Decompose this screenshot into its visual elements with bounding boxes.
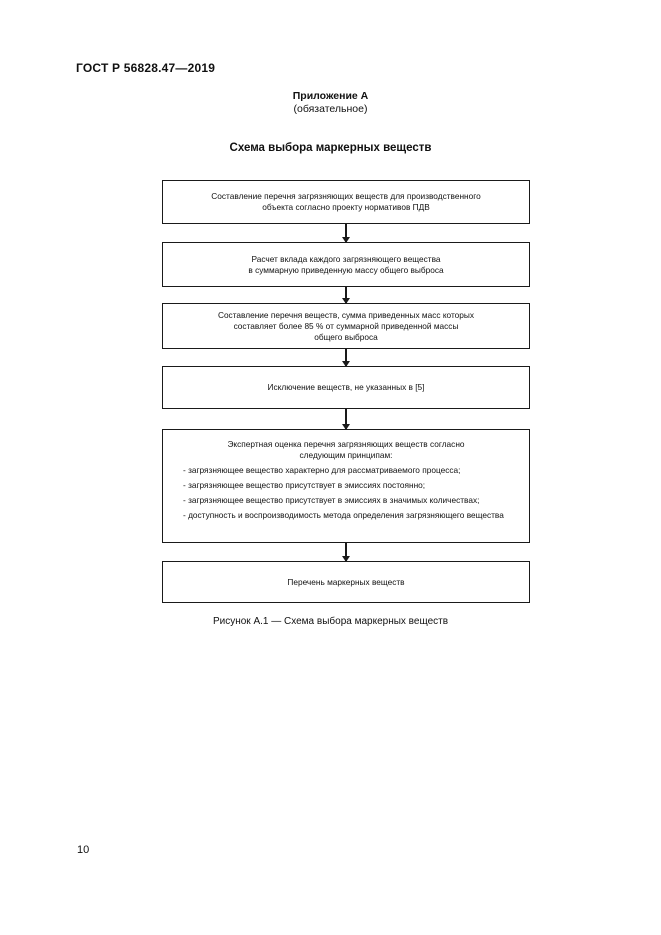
flow-arrow [342, 287, 350, 304]
criterion-item: - доступность и воспроизводимость метода… [183, 510, 504, 520]
flow-step-exclude-substances: Исключение веществ, не указанных в [5] [162, 366, 530, 409]
appendix-heading: Приложение А (обязательное) [0, 90, 661, 116]
flow-step-text: составляет более 85 % от суммарной приве… [233, 320, 459, 331]
flow-step-text: объекта согласно проекту нормативов ПДВ [262, 202, 430, 212]
flow-step-compile-pollutants: Составление перечня загрязняющих веществ… [162, 180, 530, 224]
flow-step-select-85-percent: Составление перечня веществ, сумма приве… [162, 303, 530, 349]
page-number: 10 [77, 844, 90, 856]
flow-step-marker-list: Перечень маркерных веществ [162, 561, 530, 603]
flow-step-text: Экспертная оценка перечня загрязняющих в… [227, 439, 465, 449]
appendix-status: (обязательное) [293, 103, 368, 115]
flow-step-text: следующим принципам: [299, 450, 393, 460]
scheme-title: Схема выбора маркерных веществ [229, 142, 432, 154]
criterion-item: - загрязняющее вещество присутствует в э… [183, 495, 480, 505]
document-id: ГОСТ Р 56828.47—2019 [76, 61, 216, 75]
flow-step-text: Составление перечня веществ, сумма приве… [217, 309, 475, 320]
appendix-title: Приложение А [292, 90, 369, 102]
flow-step-text: Исключение веществ, не указанных в [5] [267, 382, 425, 392]
flow-step-text: Расчет вклада каждого загрязняющего веще… [251, 253, 441, 264]
flow-arrow [342, 409, 350, 430]
flow-arrow [342, 224, 350, 243]
figure-caption: Рисунок А.1 — Схема выбора маркерных вещ… [212, 616, 449, 627]
flow-step-text: в суммарную приведенную массу общего выб… [248, 264, 444, 275]
flow-step-text: Перечень маркерных веществ [287, 576, 405, 587]
flow-arrow [342, 543, 350, 562]
criterion-item: - загрязняющее вещество характерно для р… [183, 465, 461, 475]
criterion-item: - загрязняющее вещество присутствует в э… [183, 480, 426, 490]
flow-step-text: Составление перечня загрязняющих веществ… [211, 191, 481, 201]
flow-arrow [342, 349, 350, 367]
flow-step-expert-evaluation: Экспертная оценка перечня загрязняющих в… [162, 429, 530, 543]
flow-step-calculate-contribution: Расчет вклада каждого загрязняющего веще… [162, 242, 530, 287]
flow-step-text: общего выброса [314, 331, 378, 342]
